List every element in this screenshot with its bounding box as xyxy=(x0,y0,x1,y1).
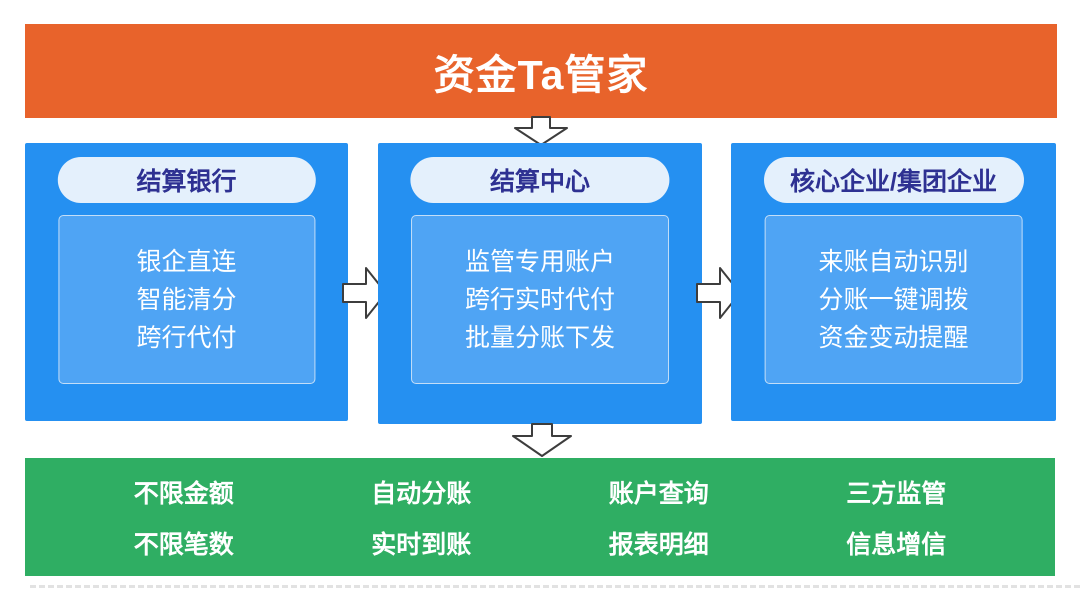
feature-item: 监管专用账户 xyxy=(464,247,616,276)
features-banner: 不限金额 自动分账 账户查询 三方监管 不限笔数 实时到账 报表明细 信息增信 xyxy=(25,458,1055,576)
feature-cell: 自动分账 xyxy=(371,479,472,508)
feature-cell: 实时到账 xyxy=(371,530,472,559)
feature-list: 监管专用账户 跨行实时代付 批量分账下发 xyxy=(411,215,669,384)
column-core-enterprise: 核心企业/集团企业 来账自动识别 分账一键调拨 资金变动提醒 xyxy=(731,143,1056,421)
title-banner: 资金Ta管家 xyxy=(25,24,1057,118)
feature-cell: 不限笔数 xyxy=(133,530,234,559)
column-header-badge: 核心企业/集团企业 xyxy=(763,157,1024,203)
page-title: 资金Ta管家 xyxy=(433,52,649,98)
bottom-divider xyxy=(30,585,1080,588)
down-arrow-icon xyxy=(514,116,568,146)
feature-item: 银企直连 xyxy=(136,247,237,276)
right-arrow-icon xyxy=(696,267,741,319)
feature-item: 分账一键调拨 xyxy=(818,285,969,314)
feature-cell: 不限金额 xyxy=(133,479,234,508)
feature-item: 资金变动提醒 xyxy=(818,323,969,352)
feature-cell: 报表明细 xyxy=(608,530,709,559)
feature-item: 跨行实时代付 xyxy=(464,285,616,314)
column-header-label: 结算银行 xyxy=(136,168,237,196)
feature-list: 来账自动识别 分账一键调拨 资金变动提醒 xyxy=(764,215,1023,384)
column-settlement-bank: 结算银行 银企直连 智能清分 跨行代付 xyxy=(25,143,348,421)
feature-cell: 信息增信 xyxy=(846,530,947,559)
feature-item: 跨行代付 xyxy=(136,323,237,352)
feature-cell: 三方监管 xyxy=(846,479,947,508)
column-settlement-center: 结算中心 监管专用账户 跨行实时代付 批量分账下发 xyxy=(378,143,702,424)
right-arrow-icon xyxy=(342,267,387,319)
feature-cell: 账户查询 xyxy=(608,479,709,508)
column-header-badge: 结算中心 xyxy=(410,157,670,203)
down-arrow-icon xyxy=(512,423,572,457)
column-header-label: 结算中心 xyxy=(489,168,590,196)
feature-item: 批量分账下发 xyxy=(464,323,616,352)
column-header-label: 核心企业/集团企业 xyxy=(790,168,997,196)
column-header-badge: 结算银行 xyxy=(57,157,316,203)
feature-list: 银企直连 智能清分 跨行代付 xyxy=(57,215,316,384)
feature-item: 智能清分 xyxy=(136,285,237,314)
feature-item: 来账自动识别 xyxy=(818,247,969,276)
